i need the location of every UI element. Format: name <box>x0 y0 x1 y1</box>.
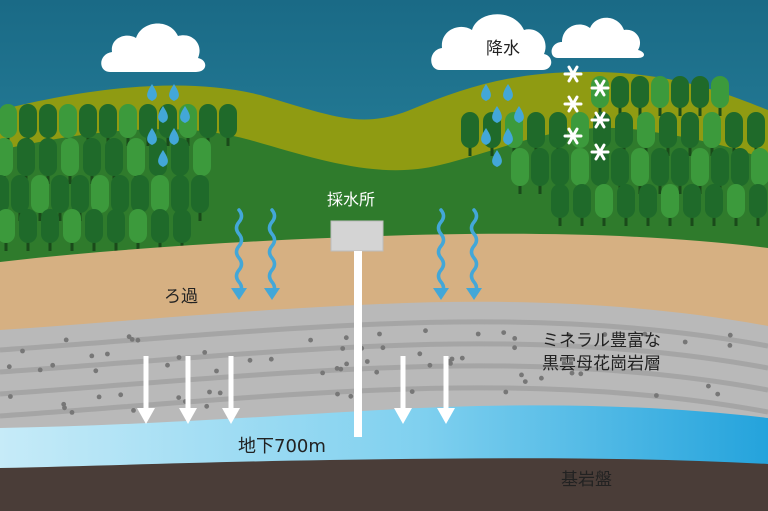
tree-icon <box>41 209 59 251</box>
tree-icon <box>703 112 721 156</box>
tree-icon <box>61 138 79 184</box>
down-arrow-icon <box>179 356 197 424</box>
depth-label: 地下700m <box>238 436 326 457</box>
raindrop-icon <box>147 128 157 145</box>
tree-icon <box>661 184 679 226</box>
tree-icon <box>691 76 709 116</box>
tree-icon <box>671 148 689 194</box>
tree-icon <box>83 138 101 184</box>
snowflake-icon <box>563 95 583 113</box>
tree-icon <box>639 184 657 226</box>
snowflake-icon <box>590 79 610 97</box>
tree-icon <box>63 209 81 251</box>
percolation-arrows <box>137 356 455 424</box>
water-intake-station <box>330 220 384 252</box>
tree-icon <box>681 112 699 156</box>
tree-icon <box>19 209 37 251</box>
tree-icon <box>651 76 669 116</box>
raindrop-icon <box>169 128 179 145</box>
tree-icon <box>631 76 649 116</box>
tree-icon <box>591 76 609 116</box>
raindrop-icon <box>492 106 502 123</box>
cloud-icon <box>101 23 206 72</box>
tree-icon <box>573 184 591 226</box>
wavy-arrow-icon <box>264 208 280 300</box>
granite-label-line2: 黒雲母花崗岩層 <box>542 354 661 374</box>
down-arrow-icon <box>222 356 240 424</box>
snowflakes <box>563 65 610 161</box>
raindrop-icon <box>514 106 524 123</box>
raindrop-icon <box>158 106 168 123</box>
precipitation-label: 降水 <box>486 39 520 59</box>
granite-stripes <box>0 319 768 419</box>
raindrop-icon <box>503 84 513 101</box>
tree-icon <box>711 76 729 116</box>
wavy-arrow-icon <box>433 208 449 300</box>
water-intake-label: 採水所 <box>327 190 375 209</box>
tree-icon <box>683 184 701 226</box>
raindrop-icon <box>481 128 491 145</box>
tree-icon <box>617 184 635 226</box>
soil-layer <box>0 233 768 335</box>
tree-icon <box>107 209 125 251</box>
snowflake-icon <box>563 65 583 83</box>
raindrop-icon <box>158 150 168 167</box>
raindrops <box>147 84 524 167</box>
tree-icon <box>705 184 723 226</box>
snowflake-icon <box>590 143 610 161</box>
tree-icon <box>129 209 147 251</box>
snowflake-icon <box>590 111 610 129</box>
tree-icon <box>461 112 479 156</box>
tree-icon <box>595 184 613 226</box>
forest <box>0 76 768 251</box>
tree-icon <box>151 209 169 251</box>
tree-icon <box>39 138 57 184</box>
tree-icon <box>51 175 69 221</box>
raindrop-icon <box>492 150 502 167</box>
granite-label-line1: ミネラル豊富な <box>542 331 661 351</box>
raindrop-icon <box>503 128 513 145</box>
aquifer-layer <box>0 405 768 470</box>
raindrop-icon <box>147 84 157 101</box>
bedrock-label: 基岩盤 <box>561 470 612 490</box>
down-arrow-icon <box>437 356 455 424</box>
tree-icon <box>651 148 669 194</box>
raindrop-icon <box>169 84 179 101</box>
down-arrow-icon <box>137 356 155 424</box>
tree-icon <box>191 175 209 221</box>
tree-icon <box>749 184 767 226</box>
tree-icon <box>531 148 549 194</box>
raindrop-icon <box>180 106 190 123</box>
granite-dots <box>6 328 733 415</box>
tree-icon <box>659 112 677 156</box>
cloud-icon <box>551 17 644 58</box>
tree-icon <box>511 148 529 194</box>
tree-icon <box>0 209 15 251</box>
raindrop-icon <box>481 84 491 101</box>
tree-icon <box>85 209 103 251</box>
tree-icon <box>727 184 745 226</box>
tree-icon <box>119 104 137 146</box>
infiltration-arrows <box>231 208 482 300</box>
tree-icon <box>671 76 689 116</box>
tree-icon <box>551 184 569 226</box>
tree-icon <box>611 76 629 116</box>
cloud-icon <box>431 14 552 71</box>
snowflake-icon <box>563 127 583 145</box>
wavy-arrow-icon <box>466 208 482 300</box>
tree-icon <box>219 104 237 146</box>
filtration-label: ろ過 <box>164 287 198 307</box>
well-pipe <box>354 251 362 437</box>
down-arrow-icon <box>394 356 412 424</box>
bedrock-layer <box>0 458 768 511</box>
wavy-arrow-icon <box>231 208 247 300</box>
tree-icon <box>31 175 49 221</box>
